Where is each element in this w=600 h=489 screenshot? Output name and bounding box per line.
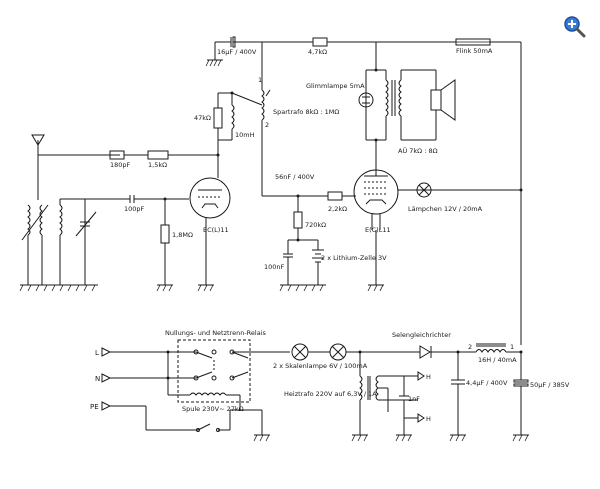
label-heiztrafo: Heiztrafo 220V auf 6,3V / 1A xyxy=(284,390,377,398)
label-skalenlampe: 2 x Skalenlampe 6V / 100mA xyxy=(273,362,368,370)
top-rail xyxy=(233,41,522,345)
label-lampchen: Lämpchen 12V / 20mA xyxy=(408,205,483,213)
label-pin-2-choke: 2 xyxy=(468,343,472,351)
mains-input xyxy=(101,347,231,432)
label-l-16h: 16H / 40mA xyxy=(478,356,517,364)
label-tube1: EC(L)11 xyxy=(203,226,229,234)
tube-ec-l11 xyxy=(170,155,231,285)
heater-transformer xyxy=(351,371,425,442)
ground-row-top xyxy=(19,284,384,292)
label-glimmlampe: Glimmlampe 5mA xyxy=(306,82,365,90)
label-r-18m: 1,8MΩ xyxy=(172,231,193,239)
label-r-720k: 720kΩ xyxy=(305,221,326,229)
label-c-16uf: 16µF / 400V xyxy=(217,48,257,56)
label-r-22k: 2,2kΩ xyxy=(328,205,347,213)
label-selen: Selengleichrichter xyxy=(392,331,451,339)
label-spule: Spule 230V~ 27kΩ xyxy=(182,405,244,413)
label-pin-2-spartrafo: 2 xyxy=(265,121,269,129)
terminal-l: L xyxy=(95,349,99,357)
label-r-15k: 1,5kΩ xyxy=(148,161,167,169)
coupling-56nf xyxy=(262,191,356,285)
label-tube2: E(C)L11 xyxy=(365,226,391,234)
label-heater-h1: H xyxy=(426,373,431,381)
label-fuse: Flink 50mA xyxy=(456,47,493,55)
plate-load-tube1 xyxy=(213,91,235,157)
label-r-47k-left: 47kΩ xyxy=(194,114,211,122)
label-au: AÜ 7kΩ : 8Ω xyxy=(398,146,438,155)
label-c-180pf: 180pF xyxy=(110,161,131,169)
label-c-56nf: 56nF / 400V xyxy=(275,173,315,181)
label-c-100pf: 100pF xyxy=(124,205,145,213)
label-c-50uf: 50µF / 385V xyxy=(530,381,570,389)
label-l-10mh: 10mH xyxy=(235,131,255,139)
antenna-input xyxy=(21,134,218,285)
relay-box xyxy=(166,339,290,442)
label-spartrafo: Spartrafo 8kΩ : 1MΩ xyxy=(273,108,339,116)
label-c-1nf: 1nF xyxy=(408,395,420,403)
dial-lamps xyxy=(291,343,420,376)
label-relay-title: Nullungs- und Netztrenn-Relais xyxy=(165,329,266,337)
label-battery: 2 x Lithium-Zelle 3V xyxy=(321,254,387,262)
capacitor-16uf xyxy=(205,36,236,67)
fuse-50ma xyxy=(455,38,491,46)
glimmlampe-block xyxy=(358,42,456,170)
rectifier-and-filter xyxy=(419,343,529,442)
label-pin-1-spartrafo: 1 xyxy=(258,76,262,84)
terminal-n: N xyxy=(95,375,100,383)
lamp-12v xyxy=(416,182,523,198)
tube-e-c-l11 xyxy=(353,169,521,285)
label-c-44uf: 4,4µF / 400V xyxy=(466,379,508,387)
label-c-100nf: 100nF xyxy=(264,263,285,271)
label-pin-1-choke: 1 xyxy=(510,343,514,351)
zoom-in-icon[interactable] xyxy=(562,14,586,38)
spartrafo xyxy=(231,89,271,196)
label-heater-h2: H xyxy=(426,415,431,423)
label-r-47k-top: 4,7kΩ xyxy=(308,48,327,56)
resistor-4k7-top xyxy=(312,37,328,47)
terminal-pe: PE xyxy=(90,403,99,411)
